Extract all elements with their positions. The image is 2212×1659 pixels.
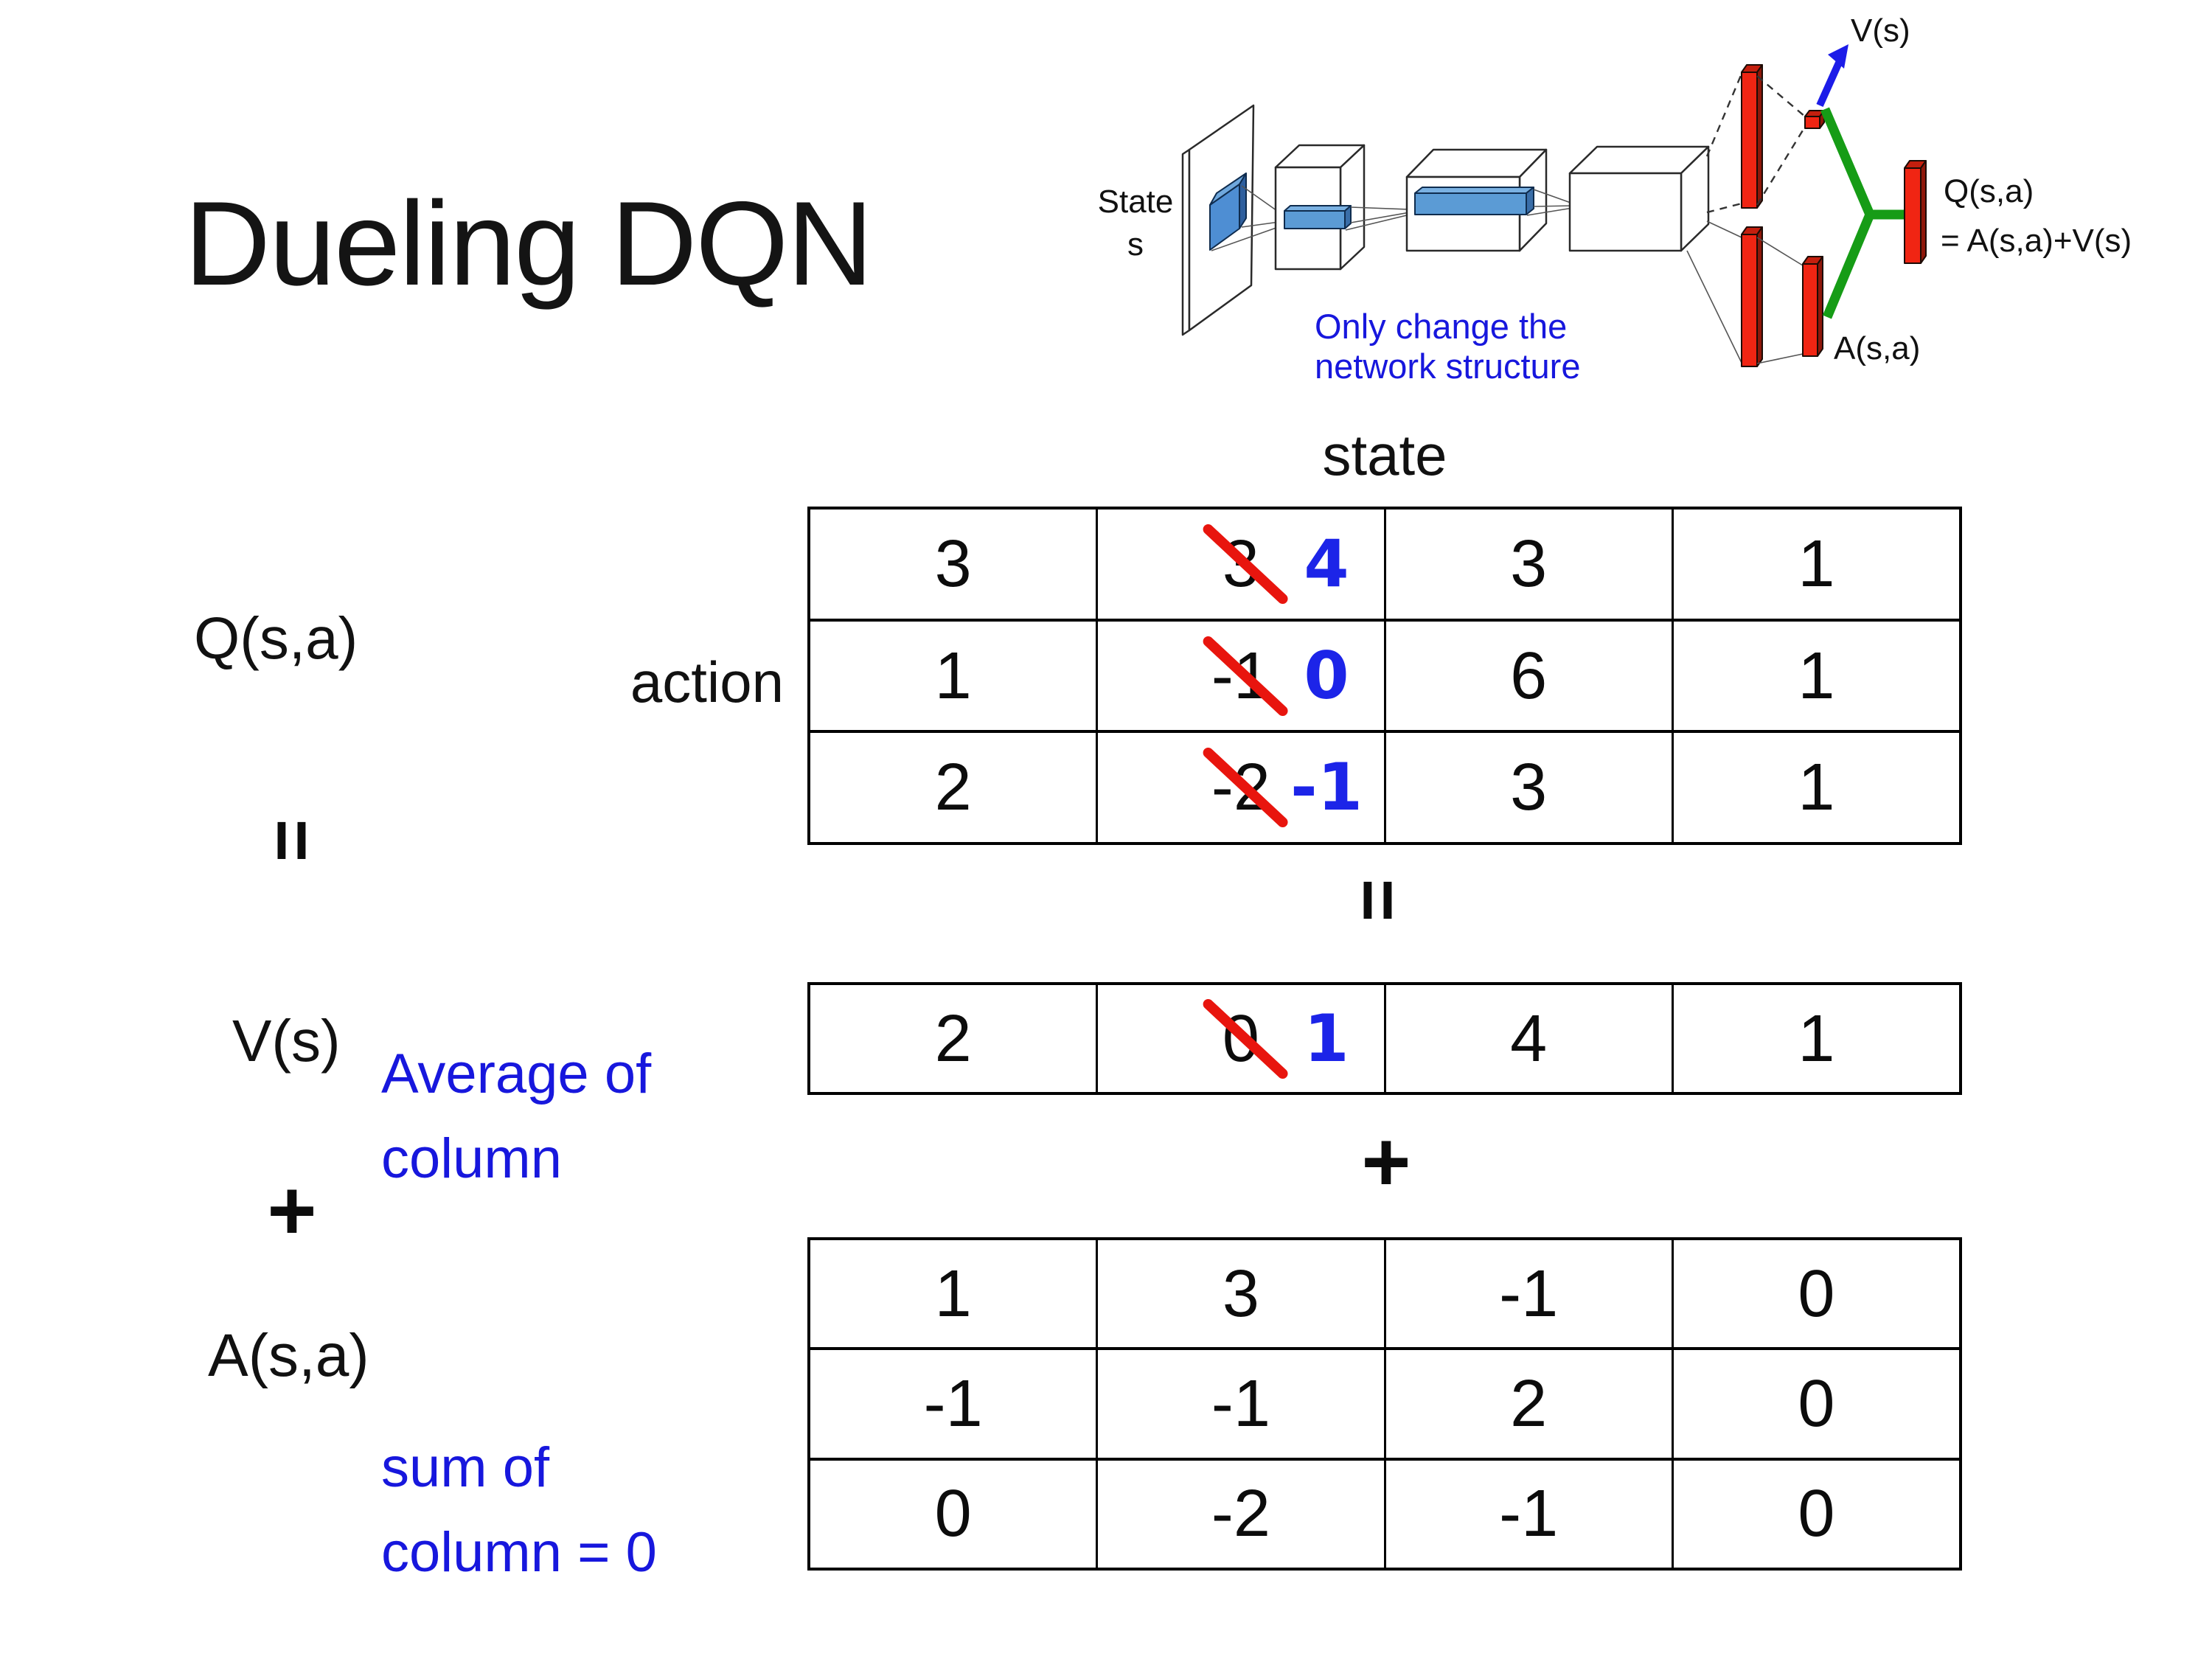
feature-bar-1 bbox=[1284, 205, 1352, 229]
replacement-value: 1 bbox=[1304, 1000, 1349, 1077]
a-output-label: A(s,a) bbox=[1834, 330, 1920, 366]
value-stream-bar bbox=[1741, 64, 1763, 209]
q-cell-r2c2: 3 bbox=[1386, 733, 1674, 843]
plus-sign-left: + bbox=[267, 1163, 317, 1258]
advantage-table: 1 3 -1 0 -1 -1 2 0 0 -2 -1 0 bbox=[807, 1237, 1962, 1571]
replacement-value: 4 bbox=[1304, 525, 1349, 602]
q-cell-r1c0: 1 bbox=[810, 621, 1099, 731]
v-cell-c0: 2 bbox=[810, 985, 1099, 1092]
sum-of-column-note: sum of column = 0 bbox=[381, 1436, 657, 1584]
replacement-value: 0 bbox=[1304, 637, 1349, 714]
q-cell-r1c3: 1 bbox=[1798, 639, 1835, 713]
crossed-old-value: -1 bbox=[1200, 633, 1290, 718]
a-cell-r1c0: -1 bbox=[810, 1350, 1099, 1458]
state-label-line2: s bbox=[1127, 226, 1144, 262]
replacement-value: -1 bbox=[1290, 749, 1363, 826]
q-value-table: 3 3 4 3 1 1 -1 0 6 1 2 -2 -1 3 1 bbox=[807, 507, 1962, 845]
diagram-note-line1: Only change the bbox=[1315, 307, 1567, 346]
a-cell-r1c3: 0 bbox=[1798, 1366, 1835, 1441]
a-cell-r0c2: -1 bbox=[1386, 1240, 1674, 1348]
a-cell-r2c2: -1 bbox=[1386, 1460, 1674, 1568]
node-links bbox=[1756, 75, 1806, 364]
q-cell-r2c1-crossed: -2 -1 bbox=[1098, 733, 1386, 843]
q-cell-r1c2: 6 bbox=[1386, 621, 1674, 731]
diagram-note-line2: network structure bbox=[1315, 347, 1580, 386]
a-cell-r0c3: 0 bbox=[1798, 1256, 1835, 1331]
crossed-old-value: 0 bbox=[1200, 996, 1290, 1081]
equals-sign-left: = bbox=[251, 818, 333, 863]
q-cell-r2c3: 1 bbox=[1798, 751, 1835, 825]
a-cell-r0c1: 3 bbox=[1098, 1240, 1386, 1348]
v-value-table: 2 0 1 4 1 bbox=[807, 982, 1962, 1095]
conv-lines-2 bbox=[1345, 206, 1411, 231]
q-output-formula: = A(s,a)+V(s) bbox=[1941, 223, 2132, 259]
a-cell-r1c2: 2 bbox=[1386, 1350, 1674, 1458]
table-row: 1 3 -1 0 bbox=[810, 1240, 1959, 1351]
stream-split-lines bbox=[1686, 73, 1743, 364]
state-label-line1: State bbox=[1098, 184, 1174, 220]
q-cell-r2c0: 2 bbox=[810, 733, 1099, 843]
table-row: 0 -2 -1 0 bbox=[810, 1460, 1959, 1568]
state-column-header: state bbox=[1322, 422, 1447, 487]
slide-title: Dueling DQN bbox=[184, 177, 873, 310]
crossed-old-value: -2 bbox=[1200, 745, 1290, 830]
conv-filter-prism bbox=[1209, 173, 1247, 251]
a-node bbox=[1802, 256, 1823, 357]
value-arrow bbox=[1816, 44, 1848, 108]
equals-sign-middle: = bbox=[1337, 878, 1419, 922]
q-cell-r0c0: 3 bbox=[810, 509, 1099, 619]
v-cell-c2: 4 bbox=[1386, 985, 1674, 1092]
q-cell-r1c1-crossed: -1 0 bbox=[1098, 621, 1386, 731]
crossed-old-value: 3 bbox=[1200, 521, 1290, 606]
a-cell-r2c0: 0 bbox=[810, 1460, 1099, 1568]
a-cell-r0c0: 1 bbox=[810, 1240, 1099, 1348]
a-cell-r1c1: -1 bbox=[1098, 1350, 1386, 1458]
a-cell-r2c3: 0 bbox=[1798, 1477, 1835, 1551]
q-cell-r0c1-crossed: 3 4 bbox=[1098, 509, 1386, 619]
conv-lines-3 bbox=[1526, 189, 1573, 216]
v-cell-c1-crossed: 0 1 bbox=[1098, 985, 1386, 1092]
v-output-label: V(s) bbox=[1851, 13, 1910, 49]
q-output-label: Q(s,a) bbox=[1944, 173, 2034, 209]
q-cell-r0c2: 3 bbox=[1386, 509, 1674, 619]
q-matrix-label: Q(s,a) bbox=[194, 605, 358, 671]
table-row: -1 -1 2 0 bbox=[810, 1350, 1959, 1461]
a-cell-r2c1: -2 bbox=[1098, 1460, 1386, 1568]
table-row: 3 3 4 3 1 bbox=[810, 509, 1959, 622]
q-output-bar bbox=[1904, 160, 1927, 264]
v-matrix-label: V(s) bbox=[232, 1008, 341, 1074]
plus-sign-middle: + bbox=[1361, 1114, 1411, 1209]
a-matrix-label: A(s,a) bbox=[208, 1322, 369, 1389]
advantage-stream-bar bbox=[1741, 226, 1763, 367]
q-cell-r0c3: 1 bbox=[1798, 526, 1835, 601]
feature-bar-2 bbox=[1414, 187, 1534, 215]
table-row: 2 -2 -1 3 1 bbox=[810, 733, 1959, 843]
fc-layer-box bbox=[1568, 145, 1710, 252]
v-cell-c3: 1 bbox=[1798, 1001, 1835, 1076]
v-node bbox=[1804, 110, 1825, 129]
average-of-column-note: Average of column bbox=[381, 1043, 652, 1190]
table-row: 1 -1 0 6 1 bbox=[810, 621, 1959, 734]
table-row: 2 0 1 4 1 bbox=[810, 985, 1959, 1092]
action-row-header: action bbox=[630, 650, 784, 714]
dueling-network-diagram: State s V(s) Q(s,a) = A(s,a)+V(s) A(s,a)… bbox=[1098, 13, 2132, 386]
merge-connector bbox=[1820, 107, 1905, 319]
